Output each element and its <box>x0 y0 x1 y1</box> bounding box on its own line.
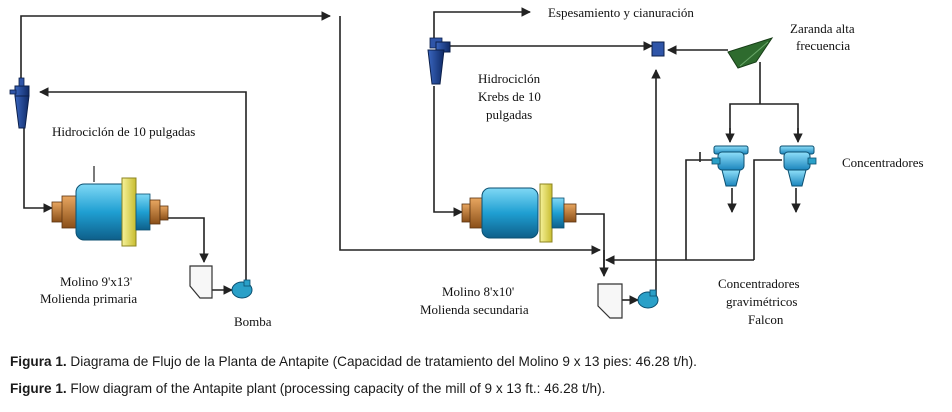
concentrator-2-icon <box>779 145 817 187</box>
concentrator-1-icon <box>711 145 749 187</box>
label-screen-line1: Zaranda alta <box>790 21 855 36</box>
pipe-mill1-discharge <box>168 217 209 263</box>
label-pump: Bomba <box>234 314 272 329</box>
sump-2-icon <box>597 283 623 319</box>
label-screen-line2: frecuencia <box>796 38 850 53</box>
label-falcon-line3: Falcon <box>748 312 784 327</box>
pipes <box>20 7 803 305</box>
pump-icon <box>231 279 253 299</box>
pipe-conc1-tail <box>685 159 716 260</box>
label-krebs-line3: pulgadas <box>486 107 532 122</box>
label-concentrators: Concentradores <box>842 155 924 170</box>
primary-mill-icon <box>51 166 169 247</box>
pipe-to-thickening <box>433 7 531 38</box>
caption-spanish-prefix: Figura 1. <box>10 354 67 369</box>
hydrocyclone-10-icon <box>9 77 30 129</box>
caption-english-text: Flow diagram of the Antapite plant (proc… <box>66 381 606 396</box>
distributor-icon <box>651 41 665 57</box>
pipe-mill2-discharge <box>576 213 609 277</box>
caption-english: Figure 1. Flow diagram of the Antapite p… <box>10 381 605 396</box>
label-thickening: Espesamiento y cianuración <box>548 5 694 20</box>
caption-english-prefix: Figure 1. <box>10 381 67 396</box>
label-hydrocyclone-10: Hidrociclón de 10 pulgadas <box>52 124 195 139</box>
label-mill-8x10-line2: Molienda secundaria <box>420 302 529 317</box>
caption-spanish-text: Diagrama de Flujo de la Planta de Antapi… <box>66 354 697 369</box>
pipe-conc-split <box>729 103 799 138</box>
pipe-to-secondary <box>339 16 601 255</box>
label-mill-8x10-line1: Molino 8'x10' <box>442 284 514 299</box>
label-mill-9x13-line1: Molino 9'x13' <box>60 274 132 289</box>
pipe-cyclone1-overflow <box>20 11 331 84</box>
label-krebs-line1: Hidrociclón <box>478 71 541 86</box>
pipe-pump-to-cyclone1 <box>39 87 247 284</box>
pipe-krebs-underflow <box>433 86 463 217</box>
pipe-cyclone1-underflow <box>23 128 53 213</box>
label-krebs-line2: Krebs de 10 <box>478 89 541 104</box>
secondary-mill-icon <box>461 183 577 243</box>
label-falcon-line1: Concentradores <box>718 276 800 291</box>
label-mill-9x13-line2: Molienda primaria <box>40 291 137 306</box>
high-frequency-screen-icon <box>727 37 774 69</box>
krebs-hydrocyclone-icon <box>427 37 451 85</box>
label-falcon-line2: gravimétricos <box>726 294 797 309</box>
pipe-conc2-tail <box>753 159 782 260</box>
sump-1-icon <box>189 265 213 299</box>
pump-2-icon <box>637 289 659 309</box>
caption-spanish: Figura 1. Diagrama de Flujo de la Planta… <box>10 354 697 369</box>
